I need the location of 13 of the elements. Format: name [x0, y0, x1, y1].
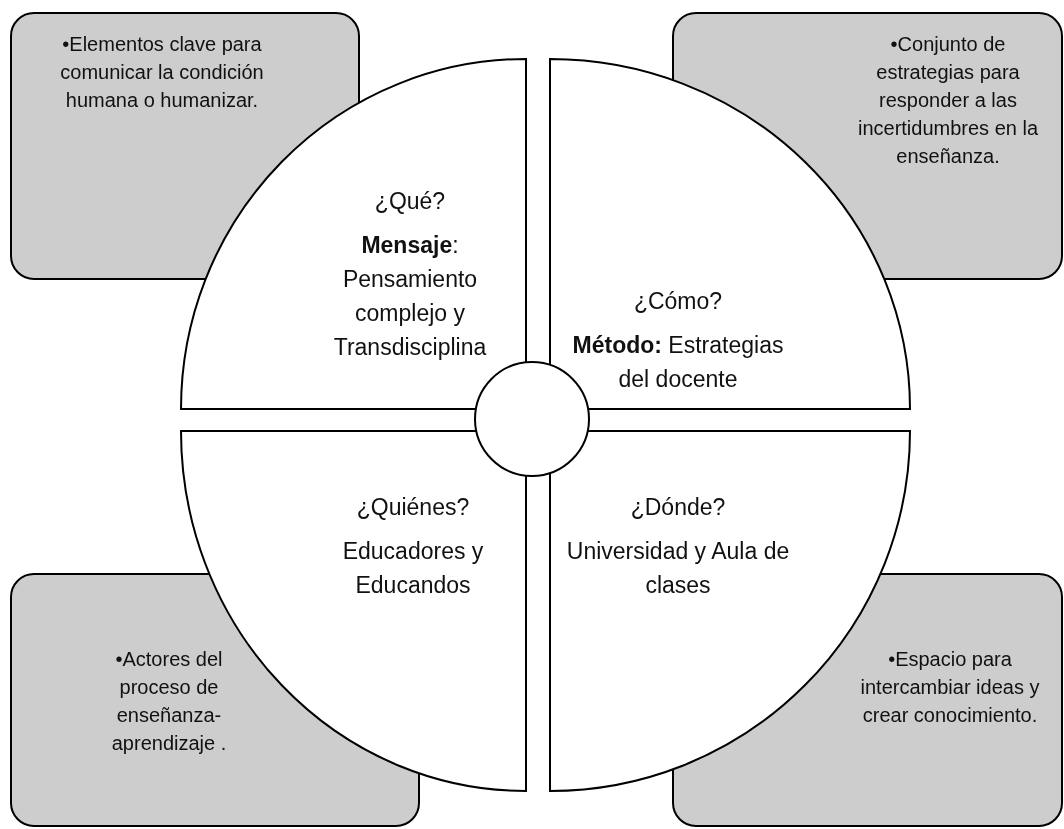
center-circle	[474, 361, 590, 477]
question-heading: ¿Quiénes?	[355, 493, 471, 522]
answer-text: Universidad y Aula de clases	[565, 537, 791, 600]
question-heading: ¿Qué?	[373, 187, 447, 216]
question-heading: ¿Cómo?	[632, 287, 724, 316]
answer-text: Mensaje: Pensamiento complejo y Transdisciplina	[332, 231, 488, 362]
note-text: •Espacio para intercambiar ideas y crear conocimiento.	[859, 647, 1041, 728]
note-text: •Actores del proceso de enseñanza-aprendizaje .	[110, 647, 228, 756]
answer-text: Educadores y Educandos	[341, 537, 485, 600]
question-heading: ¿Dónde?	[629, 493, 727, 522]
note-text: •Conjunto de estrategias para responder a las incertidumbres en la enseñanza.	[856, 32, 1040, 169]
note-text: •Elementos clave para comunicar la condición humana o humanizar.	[59, 32, 265, 113]
answer-text: Método: Estrategias del docente	[571, 331, 785, 394]
